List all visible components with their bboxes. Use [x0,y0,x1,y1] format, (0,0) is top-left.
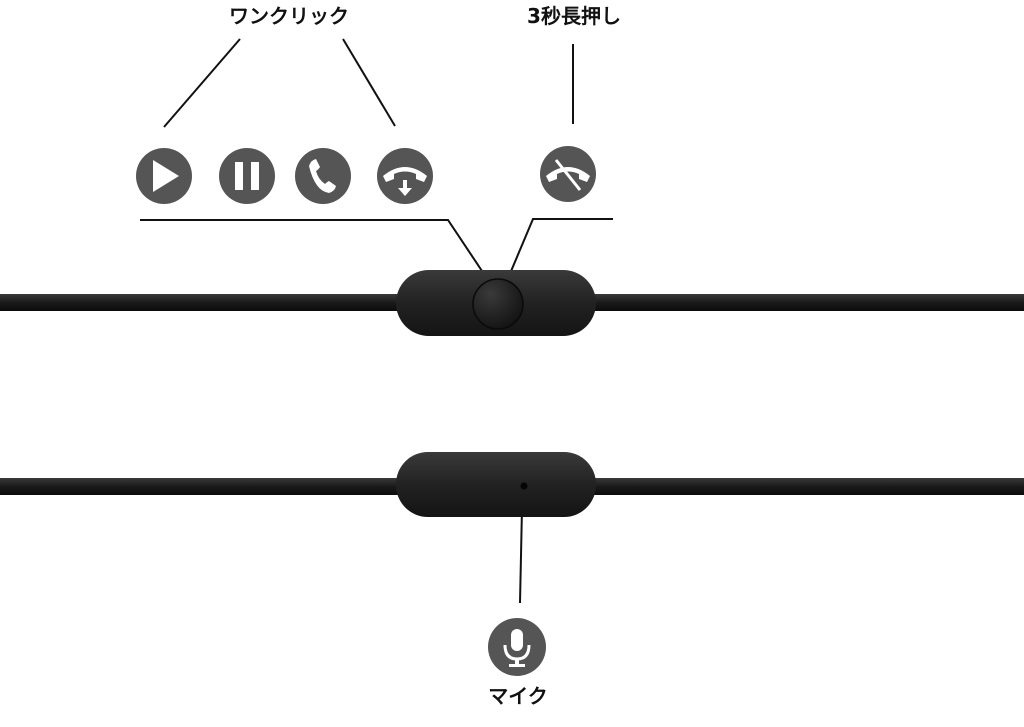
phone-answer-icon [295,148,351,204]
remote-body-lower [396,452,596,517]
phone-hangup-icon [377,148,433,204]
pause-icon [219,148,275,204]
mic-label: マイク [488,684,548,708]
remote-with-button [0,270,1024,336]
remote-with-mic [0,452,1024,517]
long-press-label: 3秒長押し [527,4,621,28]
phone-reject-icon [540,146,596,202]
leader-one-click-left [163,38,241,128]
one-click-label: ワンクリック [229,4,349,28]
leader-one-click-right [342,38,396,127]
play-icon [136,148,192,204]
mic-hole [520,482,528,490]
leader-mic [519,507,523,604]
microphone-icon [488,618,546,676]
bracket-long-press [500,218,613,296]
control-button [472,278,524,330]
